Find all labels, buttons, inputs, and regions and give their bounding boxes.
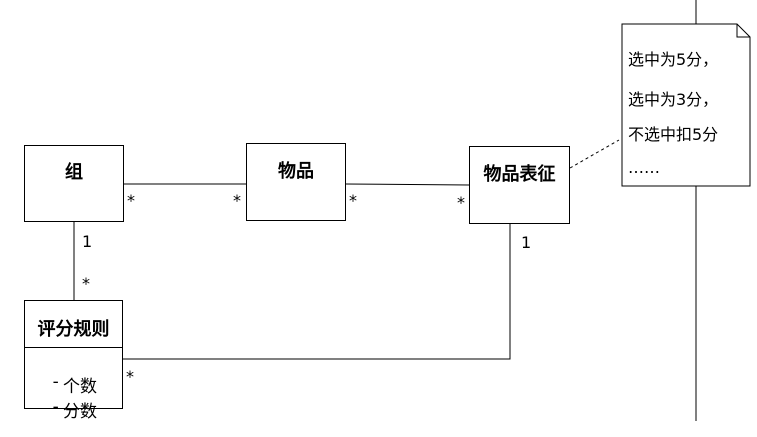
note-anchor-line	[569, 139, 620, 169]
attribute-row: -分数	[31, 377, 97, 437]
attribute-name: 分数	[63, 402, 97, 422]
multiplicity-item-representation-right: *	[457, 193, 465, 212]
multiplicity-representation-rule-top: 1	[521, 233, 532, 252]
note-fold	[736, 24, 750, 38]
multiplicity-group-rule-bottom: *	[82, 274, 90, 293]
class-item[interactable]: 物品	[246, 143, 346, 221]
multiplicity-representation-rule-bottom: *	[126, 367, 134, 386]
class-item-name: 物品	[278, 161, 314, 182]
note-text-line: 不选中扣5分	[628, 125, 719, 144]
attribute-visibility: -	[52, 397, 59, 417]
diagram-canvas	[73, 0, 751, 421]
attribute-name: 个数	[63, 377, 97, 397]
multiplicity-group-item-right: *	[233, 191, 241, 210]
multiplicity-group-item-left: *	[127, 191, 135, 210]
class-scoring-rule-name: 评分规则	[37, 319, 110, 340]
note-text-line: 选中为5分，	[628, 50, 719, 69]
note-shape	[621, 23, 751, 187]
class-group-name: 组	[65, 162, 83, 183]
note-text-line: ……	[628, 158, 660, 177]
association-representation-rule	[122, 224, 511, 360]
multiplicity-group-rule-top: 1	[82, 232, 93, 251]
attribute-visibility: -	[52, 372, 59, 392]
class-item-representation-name: 物品表征	[483, 164, 556, 185]
class-scoring-rule[interactable]: 评分规则 -个数 -分数	[24, 300, 123, 422]
note-text-line: 选中为3分，	[628, 90, 719, 109]
association-item-representation	[344, 183, 470, 186]
attribute-row: -个数	[31, 352, 97, 412]
class-group[interactable]: 组	[24, 145, 124, 222]
class-item-representation[interactable]: 物品表征	[469, 146, 570, 224]
multiplicity-item-representation-left: *	[349, 191, 357, 210]
class-divider	[25, 347, 122, 348]
